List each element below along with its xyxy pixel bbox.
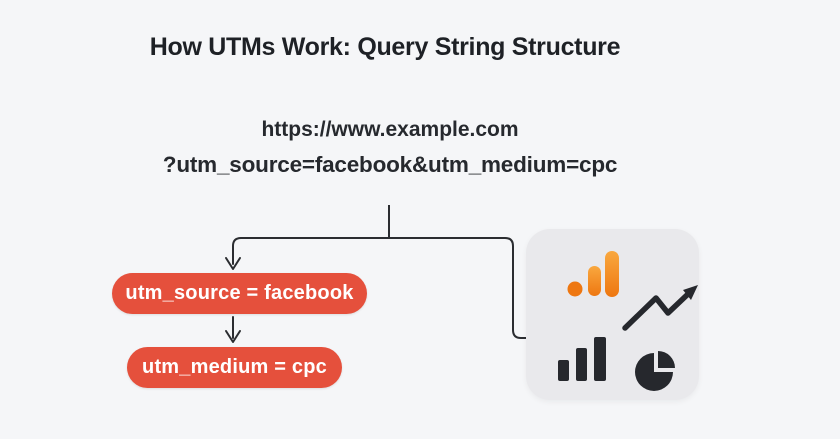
- url-query-string: ?utm_source=facebook&utm_medium=cpc: [162, 152, 618, 177]
- analytics-card: [526, 229, 699, 400]
- pie-chart-icon: [635, 351, 675, 391]
- google-analytics-icon: [567, 251, 619, 297]
- bar-chart-icon: [558, 337, 606, 381]
- url-display: https://www.example.com ?utm_source=face…: [0, 117, 780, 178]
- page-title: How UTMs Work: Query String Structure: [149, 33, 621, 61]
- arrowhead-source: [225, 257, 241, 270]
- connector-bracket: [232, 237, 539, 339]
- utm-medium-pill: utm_medium = cpc: [127, 347, 342, 388]
- url-domain: https://www.example.com: [261, 118, 519, 141]
- arrowhead-medium: [225, 330, 241, 343]
- utm-source-label: utm_source = facebook: [125, 282, 354, 304]
- analytics-icons: [558, 251, 698, 391]
- utm-medium-label: utm_medium = cpc: [142, 356, 327, 378]
- utm-source-pill: utm_source = facebook: [112, 273, 367, 314]
- trend-up-icon: [622, 285, 698, 331]
